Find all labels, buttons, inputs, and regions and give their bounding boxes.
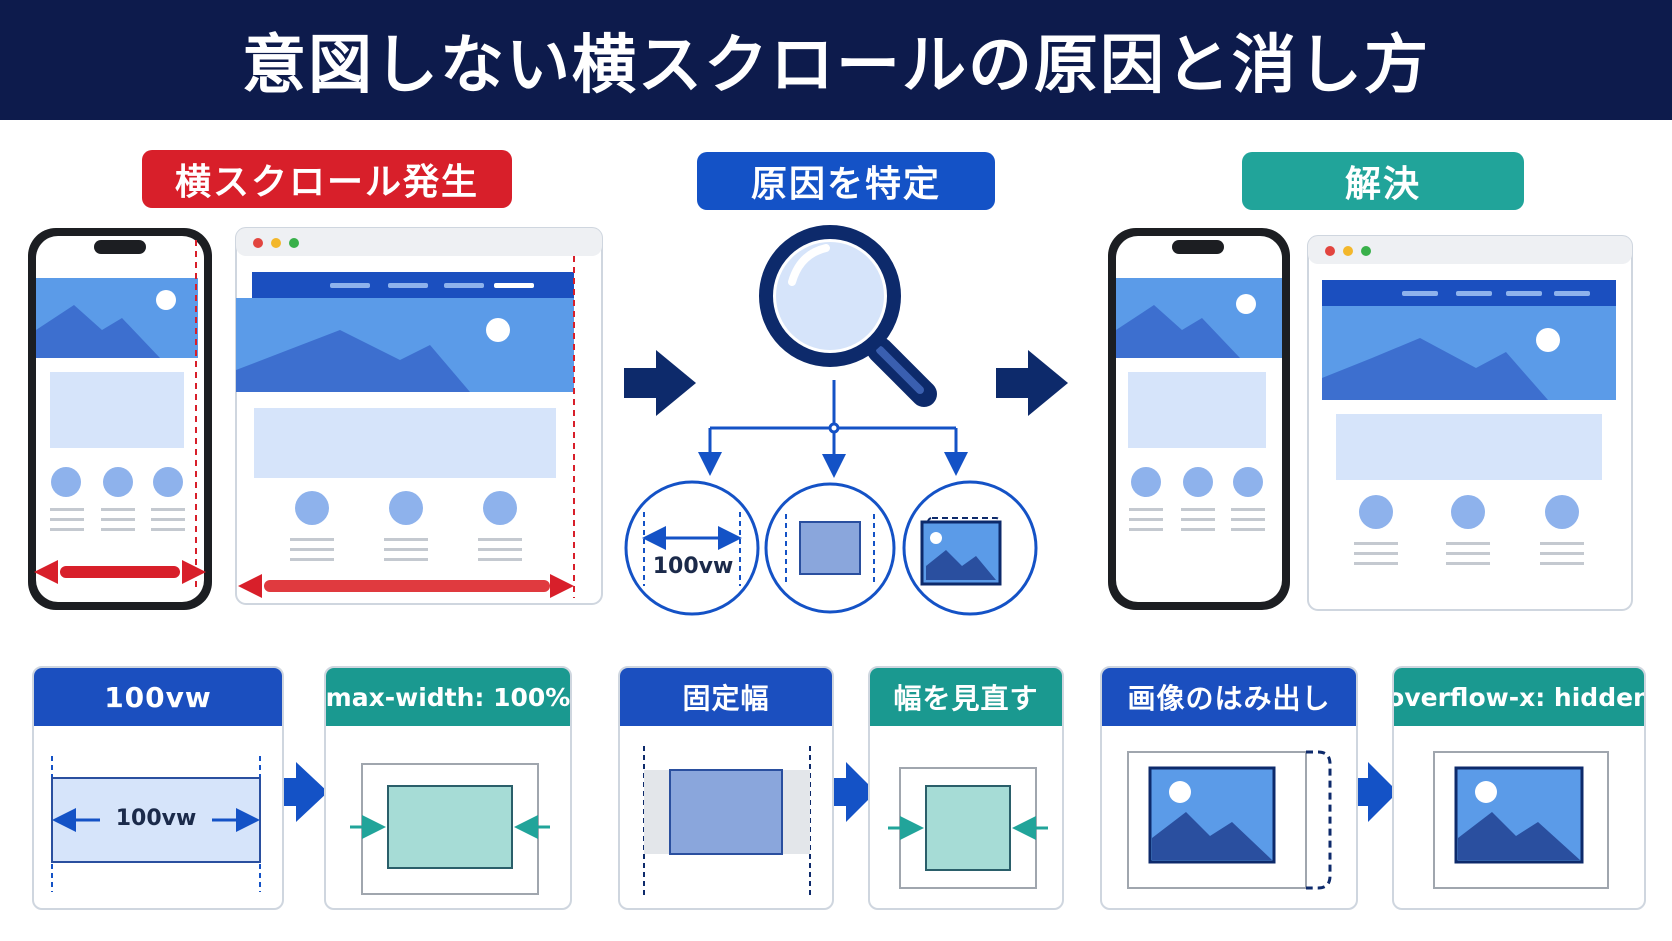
phone-overflow bbox=[28, 228, 212, 610]
card-max-width-title: max-width: 100% bbox=[326, 668, 570, 726]
card-image-overflow-illustration bbox=[1127, 750, 1332, 890]
branch-connector bbox=[698, 380, 968, 478]
step-identify-label: 原因を特定 bbox=[697, 152, 995, 210]
cause-circle-image bbox=[902, 480, 1038, 616]
flow-arrow-2 bbox=[996, 350, 1068, 416]
header-banner: 意図しない横スクロールの原因と消し方 bbox=[0, 0, 1672, 120]
card-overflow-hidden: overflow-x: hidden bbox=[1392, 666, 1646, 910]
card-image-overflow-title: 画像のはみ出し bbox=[1102, 668, 1356, 726]
step-solve-label: 解決 bbox=[1242, 152, 1524, 210]
card-review-width: 幅を見直す bbox=[868, 666, 1064, 910]
card-100vw-inner-label: 100vw bbox=[115, 806, 197, 831]
card-overflow-hidden-illustration bbox=[1433, 751, 1609, 889]
magnifier-icon bbox=[759, 225, 937, 407]
card-max-width: max-width: 100% bbox=[324, 666, 572, 910]
phone-fixed bbox=[1108, 228, 1290, 610]
card-review-width-illustration bbox=[888, 767, 1048, 889]
step-occur-label: 横スクロール発生 bbox=[142, 150, 512, 208]
card-fixed-width-illustration bbox=[643, 746, 811, 896]
cause-circle-vw bbox=[624, 480, 760, 616]
card-review-width-title: 幅を見直す bbox=[870, 668, 1062, 726]
card-100vw-illustration bbox=[51, 756, 261, 892]
card-max-width-illustration bbox=[350, 763, 550, 895]
flow-arrow-1 bbox=[624, 350, 696, 416]
browser-overflow bbox=[235, 227, 603, 605]
browser-fixed bbox=[1307, 235, 1633, 611]
card-arrow-3 bbox=[1356, 762, 1398, 822]
card-arrow-2 bbox=[834, 762, 876, 822]
card-arrow-1 bbox=[284, 762, 328, 822]
card-fixed-width: 固定幅 bbox=[618, 666, 834, 910]
cause-vw-label: 100vw bbox=[652, 554, 734, 579]
cause-circle-fixed bbox=[764, 482, 896, 614]
card-100vw: 100vw 100vw bbox=[32, 666, 284, 910]
page-title: 意図しない横スクロールの原因と消し方 bbox=[242, 29, 1430, 103]
card-image-overflow: 画像のはみ出し bbox=[1100, 666, 1358, 910]
card-overflow-hidden-title: overflow-x: hidden bbox=[1394, 668, 1644, 726]
card-100vw-title: 100vw bbox=[34, 668, 282, 726]
card-fixed-width-title: 固定幅 bbox=[620, 668, 832, 726]
